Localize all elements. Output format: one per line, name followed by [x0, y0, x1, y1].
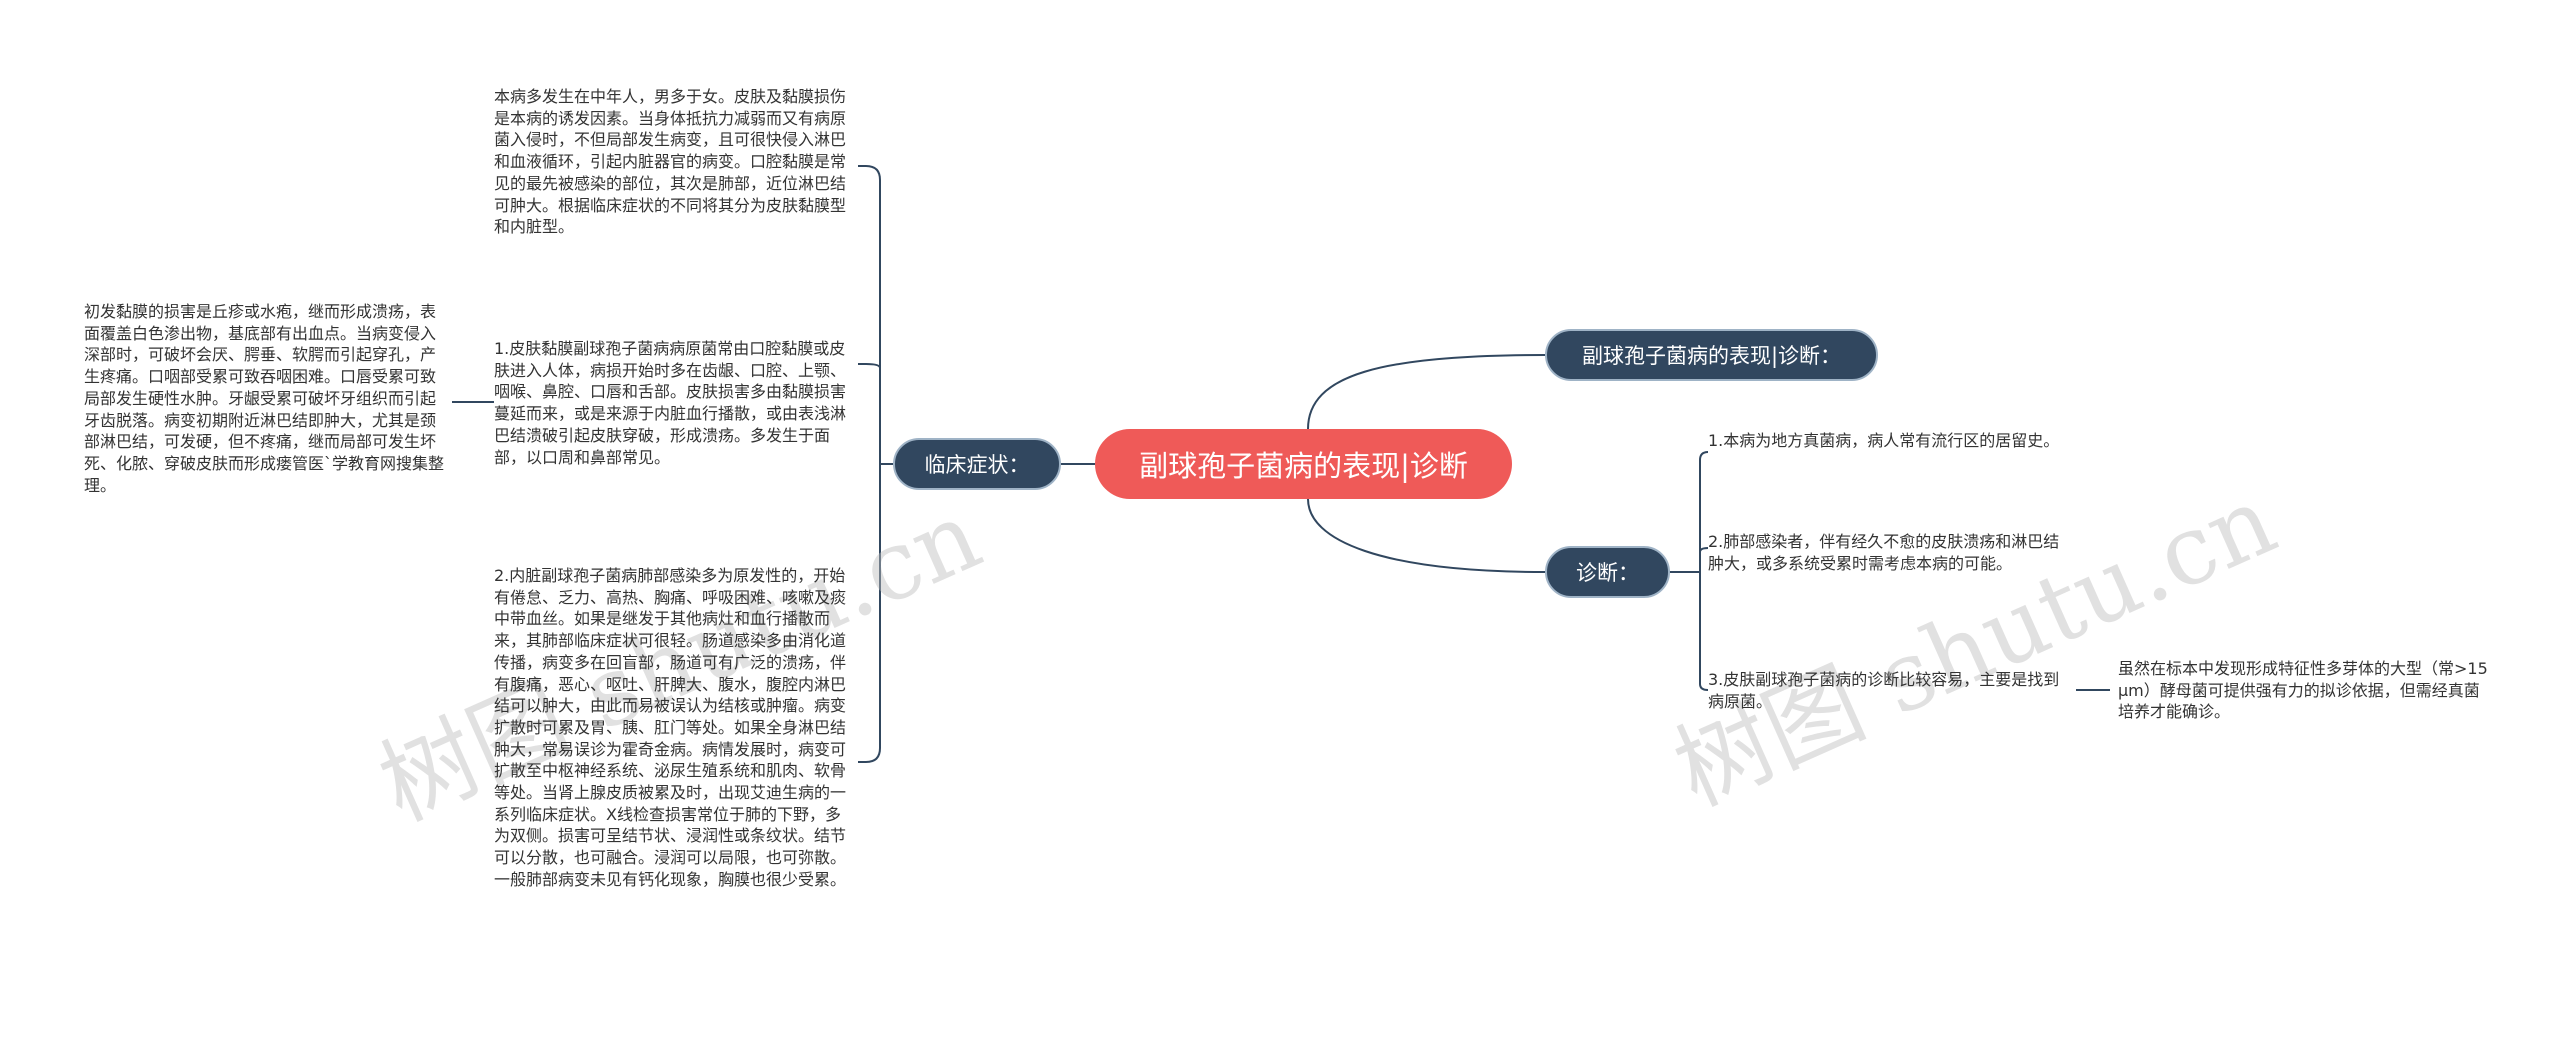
leaf-clinical-overview[interactable]: 本病多发生在中年人，男多于女。皮肤及黏膜损伤是本病的诱发因素。当身体抵抗力减弱而…	[494, 87, 847, 237]
leaf-clinical-mucocutaneous[interactable]: 1.皮肤黏膜副球孢子菌病病原菌常由口腔黏膜或皮肤进入人体，病损开始时多在齿龈、口…	[494, 339, 847, 467]
branch-manifestation-diagnosis[interactable]: 副球孢子菌病的表现|诊断：	[1545, 329, 1878, 381]
leaf-diagnosis-3[interactable]: 3.皮肤副球孢子菌病的诊断比较容易，主要是找到病原菌。	[1708, 670, 2060, 711]
root-node[interactable]: 副球孢子菌病的表现|诊断	[1095, 429, 1512, 499]
leaf-diagnosis-2[interactable]: 2.肺部感染者，伴有经久不愈的皮肤溃疡和淋巴结肿大，或多系统受累时需考虑本病的可…	[1708, 532, 2060, 573]
leaf-diagnosis-1[interactable]: 1.本病为地方真菌病，病人常有流行区的居留史。	[1708, 431, 2060, 450]
branch-clinical-symptoms[interactable]: 临床症状：	[893, 438, 1061, 490]
edge-root-show	[1307, 354, 1546, 430]
leaf-diagnosis-3-detail[interactable]: 虽然在标本中发现形成特征性多芽体的大型（常>15μm）酵母菌可提供强有力的拟诊依…	[2118, 659, 2488, 722]
edge-root-diag	[1307, 498, 1546, 573]
branch-diagnosis[interactable]: 诊断：	[1545, 546, 1670, 598]
leaf-clinical-mucosal-detail[interactable]: 初发黏膜的损害是丘疹或水疱，继而形成溃疡，表面覆盖白色渗出物，基底部有出血点。当…	[84, 302, 445, 495]
edge-clinical-trunk	[858, 165, 893, 763]
leaf-clinical-visceral[interactable]: 2.内脏副球孢子菌病肺部感染多为原发性的，开始有倦怠、乏力、高热、胸痛、呼吸困难…	[494, 566, 847, 889]
